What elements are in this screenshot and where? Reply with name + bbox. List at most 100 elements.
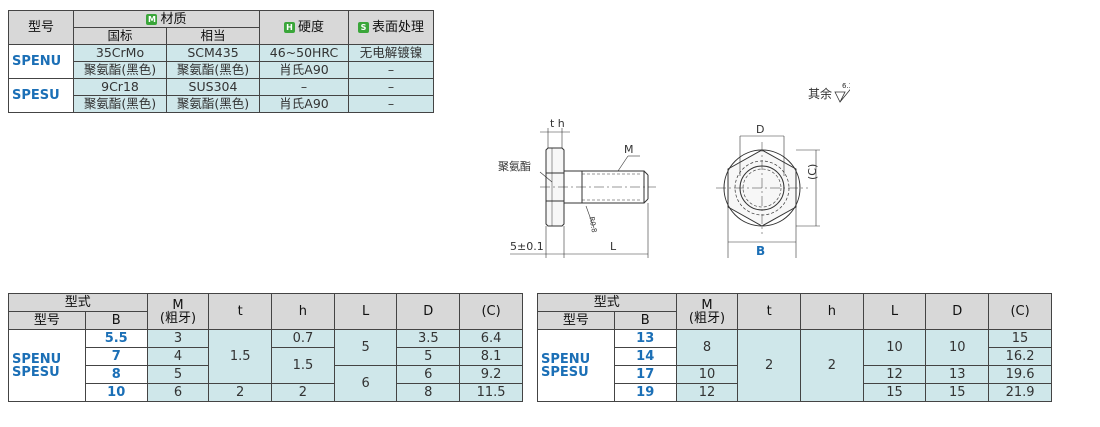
polyurethane-label: 聚氨酯 (498, 160, 531, 173)
l-cell: 12 (862, 365, 927, 384)
d-cell: 15 (925, 383, 990, 402)
d-label: D (756, 123, 764, 136)
cell: 聚氨酯(黑色) (166, 61, 260, 79)
material-badge-icon: M (146, 13, 158, 25)
m-header-sub: (粗牙) (159, 310, 197, 326)
m-cell: 8 (675, 329, 739, 366)
l-cell: 15 (862, 383, 927, 402)
roughness-symbol-icon (834, 89, 850, 103)
l-cell: 5 (333, 329, 398, 366)
type-header: 型式 (8, 293, 148, 312)
l-label: L (610, 240, 617, 253)
d-cell: 13 (925, 365, 990, 384)
c-cell: 6.4 (459, 329, 523, 348)
side-view (510, 128, 656, 258)
d-cell: 5 (396, 347, 461, 366)
r-label: R0.8 (587, 216, 598, 233)
roughness-value: 6.3 (842, 82, 850, 90)
m-cell: 4 (146, 347, 210, 366)
d-header: D (396, 293, 461, 330)
b-header: B (84, 311, 148, 330)
m-header-label: M (172, 297, 184, 313)
cell: SCM435 (166, 44, 260, 62)
c-label: (C) (806, 164, 819, 180)
t-cell: 2 (208, 383, 273, 402)
c-cell: 19.6 (988, 365, 1052, 384)
cell: 聚氨酯(黑色) (73, 61, 167, 79)
c-header: (C) (459, 293, 523, 330)
b-cell: 19 (613, 383, 677, 402)
c-cell: 16.2 (988, 347, 1052, 366)
material-sub-gb: 国标 (73, 27, 167, 45)
cell: 46~50HRC (259, 44, 349, 62)
t-header: t (208, 293, 273, 330)
cell: – (348, 95, 434, 113)
model-header: 型号 (8, 311, 86, 330)
b-header: B (613, 311, 677, 330)
m-header-sub: (粗牙) (688, 310, 726, 326)
l-cell: 10 (862, 329, 927, 366)
c-header: (C) (988, 293, 1052, 330)
h-header: h (271, 293, 335, 330)
cell: – (348, 61, 434, 79)
model-spenu: SPENU (8, 44, 74, 79)
model-header: 型号 (8, 10, 74, 45)
c-cell: 9.2 (459, 365, 523, 384)
h-cell: 0.7 (271, 329, 335, 348)
cell: 35CrMo (73, 44, 167, 62)
cell: 聚氨酯(黑色) (73, 95, 167, 113)
h-header: h (800, 293, 864, 330)
h-cell: 2 (800, 329, 864, 402)
m-label: M (624, 143, 634, 156)
d-header: D (925, 293, 990, 330)
d-cell: 8 (396, 383, 461, 402)
d-cell: 6 (396, 365, 461, 384)
c-cell: 8.1 (459, 347, 523, 366)
cell: – (348, 78, 434, 96)
model-spenu: SPENU (541, 351, 591, 367)
m-cell: 12 (675, 383, 739, 402)
m-cell: 3 (146, 329, 210, 348)
type-header: 型式 (537, 293, 677, 312)
m-cell: 6 (146, 383, 210, 402)
cell: 肖氏A90 (259, 61, 349, 79)
cell: 无电解镀镍 (348, 44, 434, 62)
h-cell: 1.5 (271, 347, 335, 384)
l-cell: 6 (333, 365, 398, 402)
m-header: M(粗牙) (675, 293, 739, 330)
model-spenu: SPENU (12, 351, 62, 367)
b-label: B (756, 244, 765, 258)
h-cell: 2 (271, 383, 335, 402)
t-cell: 2 (737, 329, 801, 402)
b-cell: 8 (84, 365, 148, 384)
b-cell: 17 (613, 365, 677, 384)
cell: – (259, 78, 349, 96)
c-cell: 11.5 (459, 383, 523, 402)
model-spesu: SPESU (12, 364, 60, 380)
l-header: L (333, 293, 398, 330)
surface-badge-icon: S (357, 22, 369, 33)
material-sub-equiv: 相当 (166, 27, 260, 45)
d-cell: 3.5 (396, 329, 461, 348)
c-cell: 21.9 (988, 383, 1052, 402)
m-header: M(粗牙) (146, 293, 210, 330)
m-cell: 5 (146, 365, 210, 384)
b-cell: 10 (84, 383, 148, 402)
cell: 聚氨酯(黑色) (166, 95, 260, 113)
t-header: t (737, 293, 801, 330)
t-cell: 1.5 (208, 329, 273, 384)
c-cell: 15 (988, 329, 1052, 348)
b-cell: 7 (84, 347, 148, 366)
d-cell: 10 (925, 329, 990, 366)
m-cell: 10 (675, 365, 739, 384)
l-header: L (862, 293, 927, 330)
th-label: t h (550, 117, 565, 130)
hardness-badge-icon: H (283, 22, 295, 33)
